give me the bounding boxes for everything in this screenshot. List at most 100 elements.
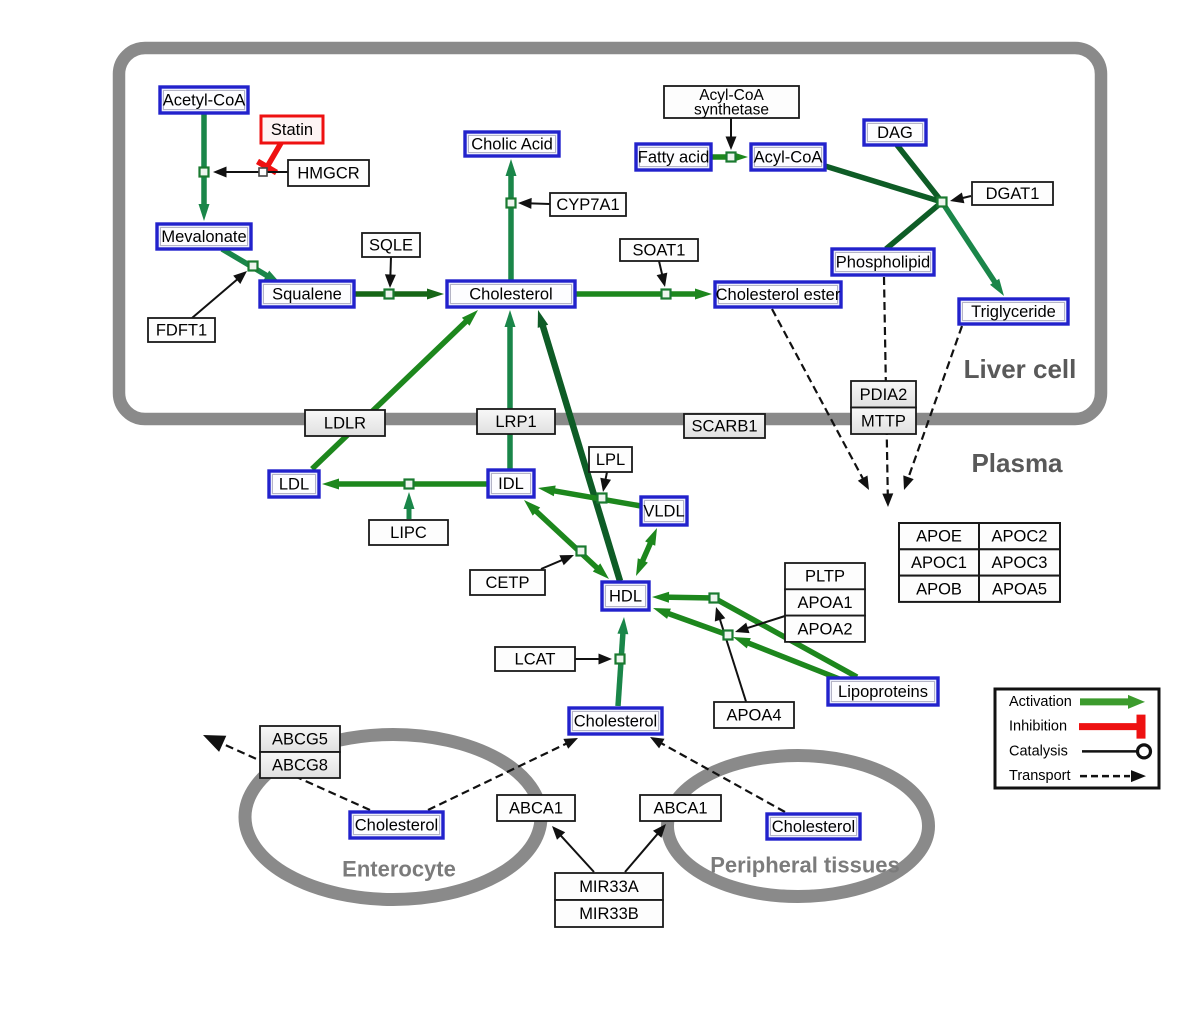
node-statin[interactable]: Statin [259,114,325,145]
edge-cholesterol-efflux-peripheral [650,737,786,813]
node-scarb1[interactable]: SCARB1 [683,413,766,439]
anchor-green-12 [722,629,734,641]
node-cholic-acid[interactable]: Cholic Acid [463,130,561,158]
statin-box [259,114,325,145]
node-cholesterol-peripheral[interactable]: Cholesterol [765,812,862,841]
edge-cholesterol-to-cholesterol-ester [575,288,712,300]
fatty-acid-box-inner [639,147,708,167]
pdia2-mttp-cell-MTTP [850,406,917,435]
fatty-acid-label: Fatty acid [638,149,710,167]
node-acetyl-coa[interactable]: Acetyl-CoA [158,85,250,115]
node-lrp1[interactable]: LRP1 [476,408,556,435]
anchor-green-11 [708,592,720,604]
node-fatty-acid[interactable]: Fatty acid [634,142,713,172]
liver-cell-label: Liver cell [964,354,1077,384]
peripheral-tissues-label: Peripheral tissues [710,853,900,878]
phospholipid-box-inner [835,252,931,272]
edge-line-triglyceride-secretion [905,325,964,483]
node-hmgcr[interactable]: HMGCR [287,159,370,187]
anchor-green-4 [660,288,672,300]
node-lcat[interactable]: LCAT [494,646,576,672]
node-cholesterol-ester[interactable]: Cholesterol ester [713,280,843,309]
mir33a-mir33b-MIR33B-label: MIR33B [579,905,639,923]
lipoproteins-label: Lipoproteins [838,683,928,701]
abca1-enterocyte-label: ABCA1 [509,800,563,818]
node-apoa4[interactable]: APOA4 [713,701,795,729]
anchor-green-9 [575,545,587,557]
acetyl-coa-box-inner [163,90,245,110]
node-ldl[interactable]: LDL [267,469,321,499]
acyl-coa-label: Acyl-CoA [754,149,823,167]
apolipoprotein-table-APOA5-label: APOA5 [992,580,1047,598]
cholesterol-to-cholic-acid-arrowhead [505,159,517,176]
cholesterol-liver-label: Cholesterol [469,286,552,304]
idl-box-inner [491,473,531,494]
pdia2-mttp-MTTP-label: MTTP [861,412,906,430]
node-dag[interactable]: DAG [862,118,928,147]
node-mevalonate[interactable]: Mevalonate [155,222,253,251]
pltp-apoa1-apoa2-cell-APOA1 [784,588,866,617]
edge-hmgcr-catalysis [213,166,288,178]
abcg5-abcg8-cell-ABCG5 [259,725,341,753]
lipc-label: LIPC [390,524,427,542]
edge-vldl-to-idl [538,485,642,509]
node-sqle[interactable]: SQLE [361,232,421,258]
node-lipc[interactable]: LIPC [368,519,449,546]
apolipoprotein-table-APOC3-label: APOC3 [992,554,1048,572]
node-vldl[interactable]: VLDL [639,495,689,527]
cyp7a1-catalysis-arrowhead [518,197,532,209]
edge-cyp7a1-catalysis [518,197,551,209]
node-hdl[interactable]: HDL [600,580,651,612]
node-dgat1[interactable]: DGAT1 [971,181,1054,206]
node-squalene[interactable]: Squalene [258,279,356,309]
node-abca1-peripheral[interactable]: ABCA1 [639,794,722,822]
cetp-label: CETP [485,574,529,592]
abca1-peripheral-box [639,794,722,822]
abcg5-abcg8-ABCG5-label: ABCG5 [272,731,328,749]
node-lpl[interactable]: LPL [588,446,633,473]
apolipoprotein-table-APOB-label: APOB [916,580,962,598]
node-abca1-enterocyte[interactable]: ABCA1 [496,794,576,822]
cholesterol-to-cholesterol-ester-arrowhead [695,288,712,300]
node-cholesterol-enterocyte[interactable]: Cholesterol [348,810,445,840]
anchor-green-8 [596,492,608,504]
node-cetp[interactable]: CETP [469,569,546,596]
node-ldlr[interactable]: LDLR [304,409,386,437]
abca1-enterocyte-box [496,794,576,822]
hmgcr-box [287,159,370,187]
node-acyl-coa[interactable]: Acyl-CoA [749,142,827,172]
node-cholesterol-liver[interactable]: Cholesterol [445,279,577,309]
edge-line-dgat-node-to-triglyceride [939,200,1001,289]
pltp-apoa1-apoa2-APOA1-label: APOA1 [797,594,852,612]
node-idl[interactable]: IDL [486,468,536,499]
abca1-peripheral-label: ABCA1 [653,800,707,818]
dgat1-label: DGAT1 [986,185,1040,203]
node-fdft1[interactable]: FDFT1 [147,317,216,343]
idl-label: IDL [498,475,524,493]
edge-triglyceride-secretion [903,325,964,490]
cholesterol-peripheral-box-inner [770,817,857,836]
node-phospholipid[interactable]: Phospholipid [830,247,936,277]
node-soat1[interactable]: SOAT1 [619,238,699,262]
triglyceride-label: Triglyceride [971,303,1056,321]
edge-cholesterol-ester-secretion [771,308,869,490]
node-cholesterol-plasma[interactable]: Cholesterol [567,706,664,736]
edge-dgat-node-to-triglyceride [939,200,1004,296]
node-lipoproteins[interactable]: Lipoproteins [826,676,940,707]
vldl-hdl-exchange-start-arrowhead [645,528,657,546]
node-cyp7a1[interactable]: CYP7A1 [549,192,627,217]
edge-line-dag-to-dgat-node [894,143,945,204]
node-triglyceride[interactable]: Triglyceride [957,297,1070,326]
lpl-box [588,446,633,473]
vldl-label: VLDL [643,503,684,521]
cholesterol-plasma-box-inner [572,711,659,731]
apoa4-label: APOA4 [726,707,781,725]
